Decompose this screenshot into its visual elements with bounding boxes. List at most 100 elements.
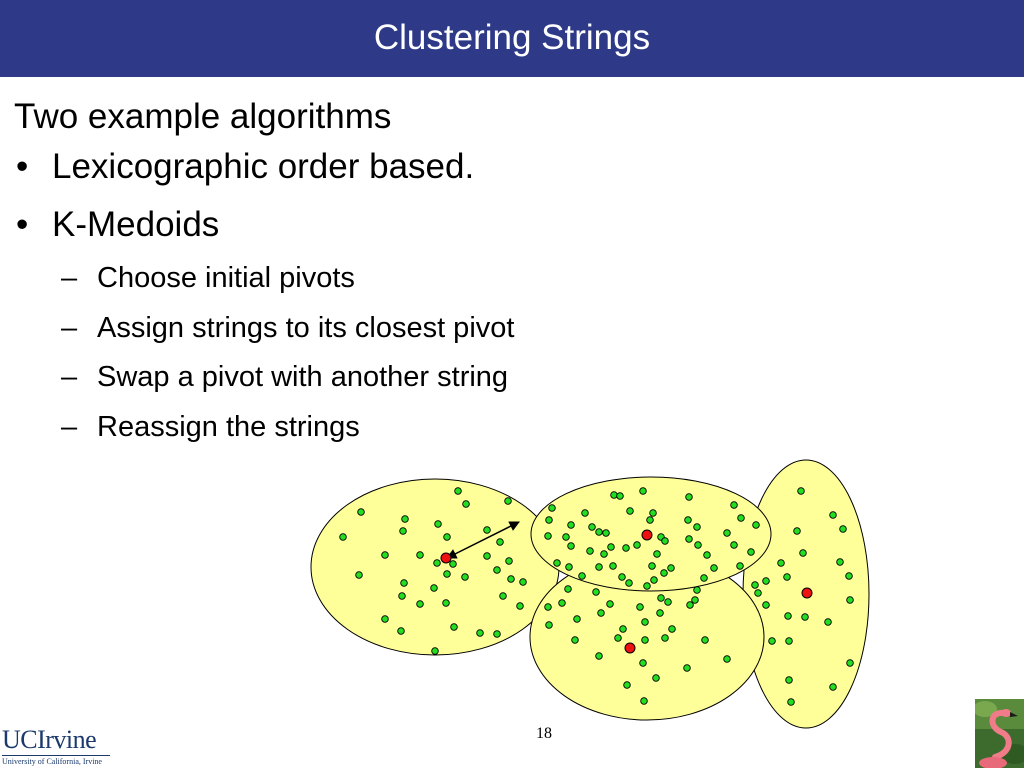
string-point bbox=[643, 582, 651, 590]
string-point bbox=[619, 625, 627, 633]
string-point bbox=[454, 487, 462, 495]
string-point bbox=[595, 528, 603, 536]
string-point bbox=[736, 562, 744, 570]
string-point bbox=[614, 634, 622, 642]
subbullet-symbol: – bbox=[61, 311, 78, 344]
pivot-point bbox=[440, 552, 452, 564]
string-point bbox=[357, 508, 365, 516]
string-point bbox=[691, 596, 699, 604]
cluster-left bbox=[310, 478, 560, 656]
subbullet-symbol: – bbox=[61, 361, 78, 393]
string-point bbox=[784, 612, 792, 620]
string-point bbox=[548, 504, 556, 512]
string-point bbox=[700, 574, 708, 582]
string-point bbox=[499, 592, 507, 600]
subbullet-text: Swap a pivot with another string bbox=[97, 361, 509, 393]
string-point bbox=[592, 588, 600, 596]
slide-content: Two example algorithms • Lexicographic o… bbox=[14, 92, 914, 456]
string-point bbox=[636, 603, 644, 611]
string-point bbox=[430, 584, 438, 592]
string-point bbox=[836, 558, 844, 566]
string-point bbox=[602, 529, 610, 537]
pivot-point bbox=[641, 529, 653, 541]
string-point bbox=[685, 535, 693, 543]
string-point bbox=[693, 523, 701, 531]
string-point bbox=[829, 511, 837, 519]
string-point bbox=[606, 600, 614, 608]
string-point bbox=[685, 493, 693, 501]
string-point bbox=[493, 566, 501, 574]
string-point bbox=[785, 637, 793, 645]
flamingo-image bbox=[975, 699, 1024, 768]
uci-logo-subtitle: University of California, Irvine bbox=[2, 757, 102, 766]
string-point bbox=[754, 589, 762, 597]
string-point bbox=[597, 609, 605, 617]
string-point bbox=[648, 562, 656, 570]
uci-logo-wordmark: UCIrvine bbox=[2, 725, 97, 754]
string-point bbox=[449, 560, 457, 568]
string-point bbox=[686, 601, 694, 609]
string-point bbox=[595, 652, 603, 660]
string-point bbox=[443, 533, 451, 541]
string-point bbox=[751, 581, 759, 589]
string-point bbox=[737, 514, 745, 522]
string-point bbox=[623, 681, 631, 689]
string-point bbox=[516, 602, 524, 610]
string-point bbox=[622, 544, 630, 552]
string-point bbox=[618, 573, 626, 581]
string-point bbox=[476, 629, 484, 637]
string-point bbox=[710, 564, 718, 572]
string-point bbox=[416, 600, 424, 608]
subbullet-text: Reassign the strings bbox=[97, 410, 360, 443]
string-point bbox=[703, 551, 711, 559]
string-point bbox=[641, 618, 649, 626]
bullet-text: K-Medoids bbox=[52, 205, 220, 244]
string-point bbox=[661, 537, 669, 545]
string-point bbox=[564, 585, 572, 593]
string-point bbox=[777, 559, 785, 567]
string-point bbox=[783, 573, 791, 581]
string-point bbox=[381, 615, 389, 623]
string-point bbox=[653, 550, 661, 558]
string-point bbox=[504, 497, 512, 505]
string-point bbox=[664, 598, 672, 606]
string-point bbox=[399, 527, 407, 535]
string-point bbox=[701, 636, 709, 644]
bullet-lexicographic: • Lexicographic order based. bbox=[14, 142, 914, 200]
bullet-text: Lexicographic order based. bbox=[52, 147, 475, 186]
string-point bbox=[400, 579, 408, 587]
string-point bbox=[683, 664, 691, 672]
string-point bbox=[730, 501, 738, 509]
string-point bbox=[567, 521, 575, 529]
string-point bbox=[799, 549, 807, 557]
string-point bbox=[626, 507, 634, 515]
string-point bbox=[824, 618, 832, 626]
string-point bbox=[483, 552, 491, 560]
string-point bbox=[431, 647, 439, 655]
string-point bbox=[839, 525, 847, 533]
string-point bbox=[641, 636, 649, 644]
string-point bbox=[768, 637, 776, 645]
string-point bbox=[660, 569, 668, 577]
string-point bbox=[694, 541, 702, 549]
string-point bbox=[483, 526, 491, 534]
string-point bbox=[723, 529, 731, 537]
string-points bbox=[339, 487, 854, 706]
pivot-point bbox=[801, 587, 813, 599]
string-point bbox=[607, 543, 615, 551]
string-point bbox=[610, 491, 618, 499]
string-point bbox=[650, 576, 658, 584]
string-point bbox=[434, 520, 442, 528]
string-point bbox=[588, 523, 596, 531]
string-point bbox=[667, 564, 675, 572]
string-point bbox=[433, 559, 441, 567]
string-point bbox=[496, 538, 504, 546]
string-point bbox=[443, 570, 451, 578]
title-bar: Clustering Strings bbox=[0, 0, 1024, 77]
string-point bbox=[519, 578, 527, 586]
string-point bbox=[571, 636, 579, 644]
pivot-point bbox=[624, 642, 636, 654]
subbullet-symbol: – bbox=[61, 262, 78, 294]
string-point bbox=[633, 541, 641, 549]
